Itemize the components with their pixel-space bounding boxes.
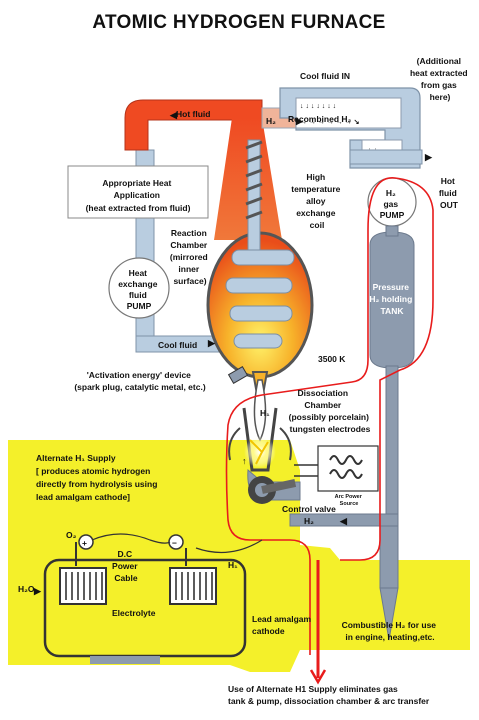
cool-fluid-in-label: Cool fluid IN [300,71,350,81]
electrolysis-cell [43,533,263,664]
recombined-h2-label: Recombined H₂ [288,114,352,124]
svg-text:◀: ◀ [169,110,178,120]
minus-label: − [172,538,177,548]
dc-power-label: D.C Power Cable [112,549,140,583]
svg-text:▶: ▶ [207,338,216,348]
heat-exchanger-inner [295,97,402,129]
h1-label: H₁ [260,408,270,418]
svg-text:◀: ◀ [339,516,348,526]
alternate-supply-label: Alternate H₁ Supply [ produces atomic hy… [36,453,160,502]
combustible-label: Combustible H₂ for use in engine, heatin… [342,620,439,642]
additional-heat-label: (Additional heat extracted from gas here… [410,56,470,102]
svg-text:→ → → → → → ↘: → → → → → → ↘ [300,119,360,126]
svg-text:↓ ↓ ↓ ↓ ↓ ↓ ↓: ↓ ↓ ↓ ↓ ↓ ↓ ↓ [300,103,336,110]
svg-text:↑: ↑ [242,456,247,466]
high-temp-coil-label: High temperature alloy exchange coil [291,172,343,230]
alternate-supply-boundary [225,177,434,655]
heat-application-label: Appropriate Heat Application (heat extra… [86,178,191,213]
control-valve-label: Control valve [282,504,336,514]
arc-power-source [294,445,379,492]
heat-exchange-pump-label: Heat exchange fluid PUMP [118,268,160,311]
hot-fluid-out-label: Hot fluid OUT [439,176,459,210]
svg-text:▶: ▶ [33,586,42,596]
dissociation-chamber-label: Dissociation Chamber (possibly porcelain… [289,388,372,434]
flow-arrows: ◀ ▶ ▶ ◀ ▶ ↑ ▶ [33,110,433,596]
h2-top-label: H₂ [266,116,276,126]
gas-pipes [289,225,399,641]
arc-power-label: Arc Power Source [335,494,364,507]
pressure-tank-label: Pressure H₂ holding TANK [369,282,414,316]
control-valve [247,468,301,504]
lead-amalgam-label: Lead amalgam cathode [252,614,313,636]
exchange-coil [225,139,295,349]
temperature-label: 3500 K [318,354,346,364]
dissociation-chamber [228,379,292,472]
svg-text:▶: ▶ [295,116,304,126]
pressure-tank [369,231,415,369]
alternate-supply-region [8,440,470,672]
neck-spiral [245,140,263,220]
heat-application-box [67,165,209,219]
h2-gas-pump-label: H₂ gas PUMP [380,188,405,220]
hot-fluid-label: Hot fluid [176,109,210,119]
footer-note: Use of Alternate H1 Supply eliminates ga… [228,684,430,706]
activation-device-label: 'Activation energy' device (spark plug, … [74,370,205,392]
activation-device [227,365,249,385]
cool-fluid-label: Cool fluid [158,340,197,350]
o2-label: O₂ [66,530,77,540]
h2-bottom-label: H₂ [304,516,314,526]
plus-label: + [82,538,87,548]
svg-text:▶: ▶ [424,152,433,162]
heat-exchange-pump [108,257,170,319]
h2o-label: H₂O [18,584,35,594]
electrolyte-label: Electrolyte [112,608,156,618]
hot-fluid-out-pipe [349,149,423,165]
hot-fluid-pipe [124,99,263,151]
h1-right-label: H₁ [228,560,238,570]
red-arrowhead [309,669,327,685]
reaction-chamber-label: Reaction Chamber (mirrored inner surface… [170,228,210,286]
diagram-title: ATOMIC HYDROGEN FURNACE [92,12,385,33]
